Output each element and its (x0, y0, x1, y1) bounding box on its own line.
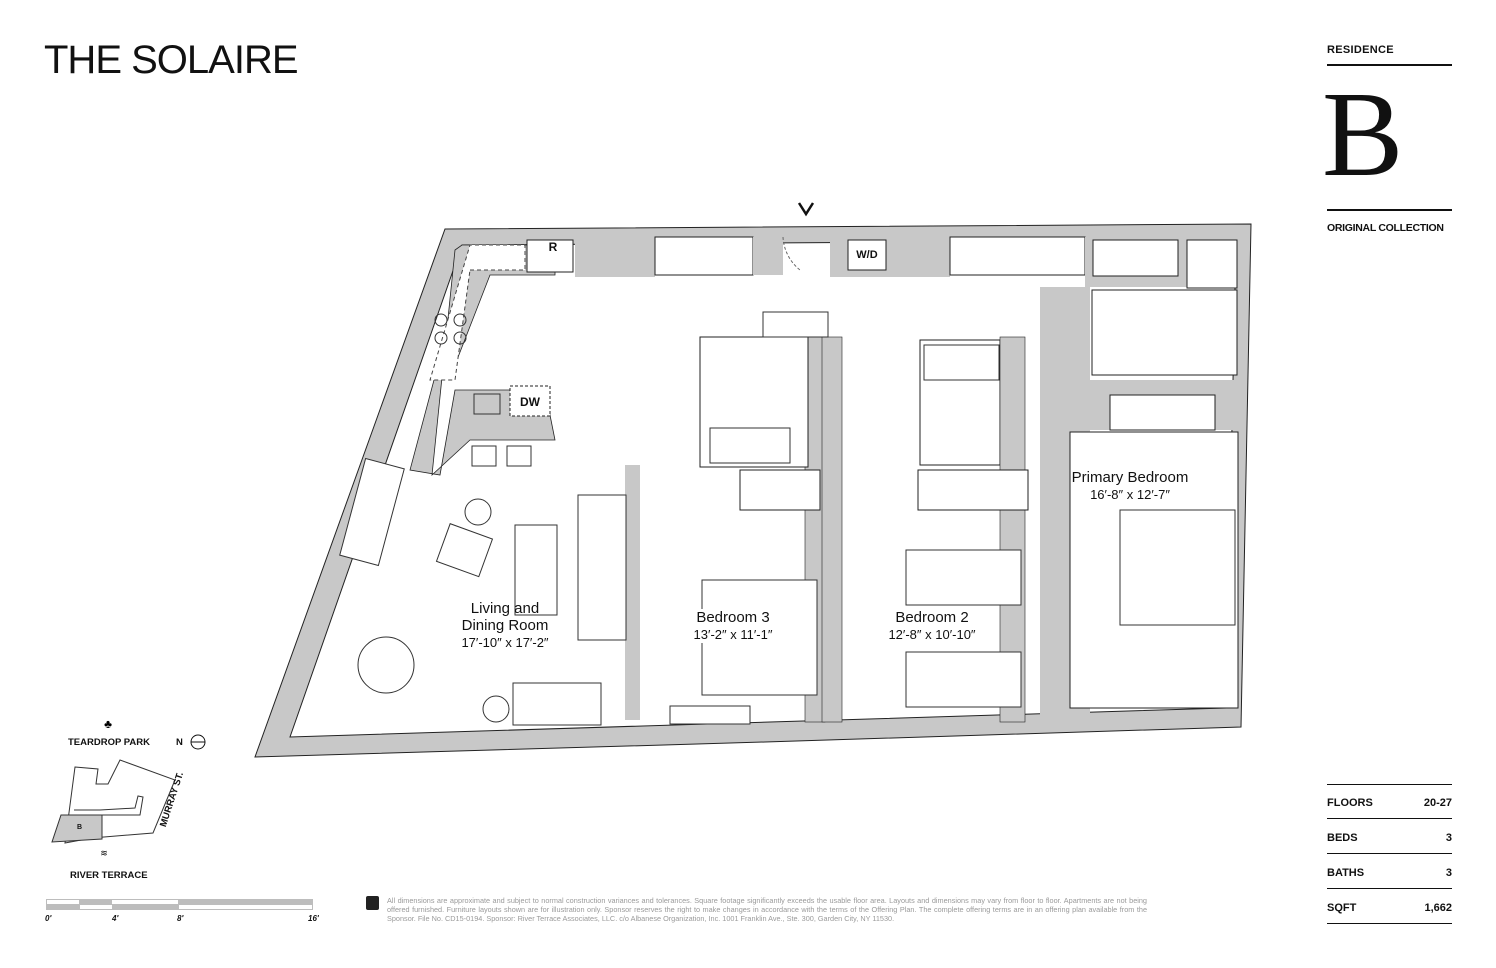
primary-bath (1091, 289, 1238, 376)
divider (1327, 784, 1452, 785)
sofa (577, 494, 627, 641)
teardrop-park-label: TEARDROP PARK (68, 737, 150, 748)
coffee-table (514, 524, 558, 616)
divider (1327, 888, 1452, 889)
spec-value: 3 (1445, 832, 1452, 844)
bar-stool (471, 445, 497, 467)
closet (1109, 394, 1216, 431)
room-primary-bedroom: Primary Bedroom 16′-8″ x 12′-7″ (1055, 469, 1205, 503)
room-bedroom-3: Bedroom 3 13′-2″ x 11′-1″ (668, 609, 798, 643)
divider (1327, 64, 1452, 66)
kitchen-counter (429, 244, 526, 381)
wall (575, 237, 655, 277)
wall (625, 465, 640, 720)
cooktop-burner (453, 313, 467, 327)
divider (1327, 818, 1452, 819)
tree-icon: ♣ (104, 717, 112, 731)
spec-beds: BEDS 3 (1327, 832, 1452, 844)
spec-baths: BATHS 3 (1327, 867, 1452, 879)
bar-stool (506, 445, 532, 467)
room-name: Living and (470, 600, 540, 617)
primary-bed (1119, 509, 1236, 626)
closet (739, 469, 821, 511)
console (339, 457, 405, 567)
scale-tick: 0' (45, 914, 52, 923)
spec-value: 20-27 (1423, 797, 1452, 809)
wall (821, 336, 843, 723)
side-table (482, 695, 510, 723)
spec-floors: FLOORS 20-27 (1327, 797, 1452, 809)
media-console (669, 705, 751, 725)
scale-tick: 4' (112, 914, 119, 923)
shower (1186, 239, 1238, 289)
divider (1327, 923, 1452, 924)
bathtub (923, 344, 1000, 381)
closet (949, 236, 1086, 276)
fridge-label: R (548, 240, 558, 254)
armchair (435, 523, 494, 578)
door-swing (782, 236, 801, 271)
divider (1327, 209, 1452, 211)
room-dimensions: 16′-8″ x 12′-7″ (1090, 487, 1170, 502)
twin-bed (905, 651, 1022, 708)
kitchen-sink (473, 393, 501, 415)
scale-tick: 16' (308, 914, 319, 923)
logo: THE SOLAIRE (44, 38, 299, 82)
scale-tick: 8' (177, 914, 184, 923)
chaise (512, 682, 602, 726)
room-name: Bedroom 3 (696, 609, 770, 626)
room-name: Bedroom 2 (895, 609, 969, 626)
bathtub (709, 427, 791, 464)
washer-dryer-label: W/D (856, 249, 878, 261)
compass-north-label: N (176, 737, 183, 748)
cooktop-burner (453, 331, 467, 345)
cooktop-burner (434, 331, 448, 345)
dishwasher-label: DW (520, 395, 540, 409)
disclaimer: All dimensions are approximate and subje… (387, 896, 1147, 923)
spec-sqft: SQFT 1,662 (1327, 902, 1452, 914)
cooktop-burner (434, 313, 448, 327)
key-plan: ♣ ≋ (51, 717, 206, 858)
spec-label: SQFT (1327, 902, 1357, 914)
divider (1327, 853, 1452, 854)
entry-arrow-icon (797, 202, 815, 217)
spec-label: FLOORS (1327, 797, 1373, 809)
spec-value: 1,662 (1424, 902, 1452, 914)
closet (654, 236, 754, 276)
washer-dryer (847, 239, 887, 271)
unit-b-label: B (77, 824, 83, 831)
scale-bar (46, 899, 313, 910)
equal-housing-icon (366, 896, 379, 910)
kitchen-wall (409, 244, 556, 477)
water-icon: ≋ (100, 848, 108, 858)
residence-label: RESIDENCE (1327, 44, 1394, 56)
spec-label: BATHS (1327, 867, 1365, 879)
spec-value: 3 (1445, 867, 1452, 879)
fridge (526, 239, 574, 273)
room-name: Dining Room (461, 617, 549, 634)
closet (917, 469, 1029, 511)
room-bedroom-2: Bedroom 2 12′-8″ x 10′-10″ (867, 609, 997, 643)
collection-label: ORIGINAL COLLECTION (1327, 222, 1444, 234)
residence-letter: B (1322, 67, 1404, 202)
room-name: Primary Bedroom (1071, 469, 1189, 486)
bench (762, 311, 829, 338)
twin-bed (905, 549, 1022, 606)
river-terrace-label: RIVER TERRACE (70, 870, 148, 881)
room-living: Living and Dining Room 17′-10″ x 17′-2″ (440, 600, 570, 651)
wall (753, 237, 783, 275)
room-dimensions: 17′-10″ x 17′-2″ (461, 635, 549, 650)
spec-label: BEDS (1327, 832, 1358, 844)
bathtub (1092, 239, 1179, 277)
dishwasher (509, 385, 551, 417)
side-table (464, 498, 492, 526)
dining-table (357, 636, 415, 694)
room-dimensions: 13′-2″ x 11′-1″ (693, 627, 773, 642)
room-dimensions: 12′-8″ x 10′-10″ (888, 627, 976, 642)
